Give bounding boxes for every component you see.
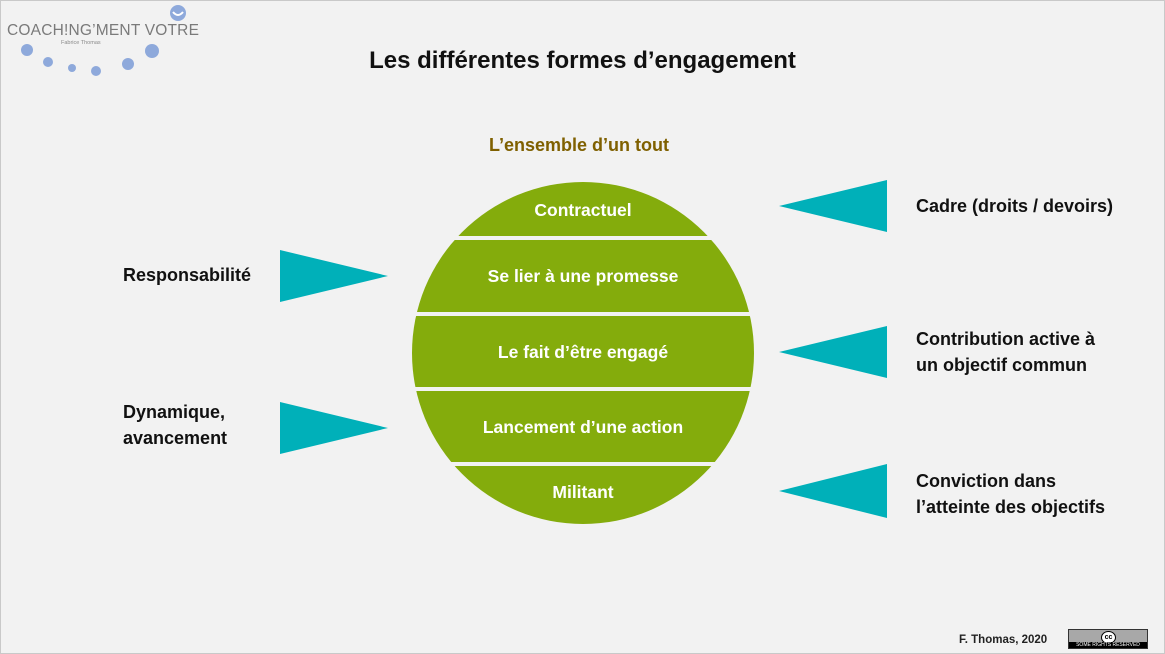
left-label-line: avancement (123, 428, 228, 448)
right-label-conviction: Conviction dans l’atteinte des objectifs (916, 468, 1105, 520)
right-label-line: l’atteinte des objectifs (916, 497, 1106, 517)
logo-dot (43, 57, 53, 67)
left-label-line: Responsabilité (123, 265, 252, 285)
right-arrow-2 (779, 326, 887, 378)
cc-license-badge: cc SOME RIGHTS RESERVED (1068, 629, 1148, 649)
right-arrow-3 (779, 464, 887, 518)
logo-dot (68, 64, 76, 72)
cc-license-text: SOME RIGHTS RESERVED (1069, 642, 1147, 648)
diagram-subtitle: L’ensemble d’un tout (488, 135, 669, 155)
left-label-line: Dynamique, (123, 402, 226, 422)
right-label-line: un objectif commun (916, 355, 1087, 375)
logo-dot (145, 44, 159, 58)
logo-dot (91, 66, 101, 76)
band-label-militant: Militant (552, 482, 614, 502)
right-label-line: Conviction dans (916, 471, 1057, 491)
right-label-line: Cadre (droits / devoirs) (916, 196, 1114, 216)
band-action (412, 391, 754, 462)
smile-icon (170, 5, 186, 21)
band-label-contractuel: Contractuel (534, 200, 632, 220)
right-label-line: Contribution active à (916, 329, 1096, 349)
footer-credit: F. Thomas, 2020 (959, 634, 1048, 646)
left-arrow-2 (280, 402, 388, 454)
right-label-contribution: Contribution active à un objectif commun (916, 326, 1095, 378)
band-label-action: Lancement d’une action (482, 417, 684, 437)
logo-brand: COACH!NG’MENT VOTRE (7, 22, 200, 39)
right-arrow-1 (779, 180, 887, 232)
logo-dot (122, 58, 134, 70)
logo: COACH!NG’MENT VOTRE Fabrice Thomas (1, 1, 211, 81)
left-label-dynamique: Dynamique, avancement (123, 399, 227, 451)
band-label-promesse: Se lier à une promesse (487, 266, 679, 286)
logo-dot (21, 44, 33, 56)
band-promesse (412, 240, 754, 312)
page-title: Les différentes formes d’engagement (369, 47, 796, 74)
band-label-engage: Le fait d’être engagé (497, 342, 669, 362)
logo-subtitle: Fabrice Thomas (61, 40, 101, 46)
left-arrow-1 (280, 250, 388, 302)
right-label-cadre: Cadre (droits / devoirs) (916, 193, 1113, 219)
left-label-responsabilite: Responsabilité (123, 262, 251, 288)
band-engage (412, 316, 754, 387)
